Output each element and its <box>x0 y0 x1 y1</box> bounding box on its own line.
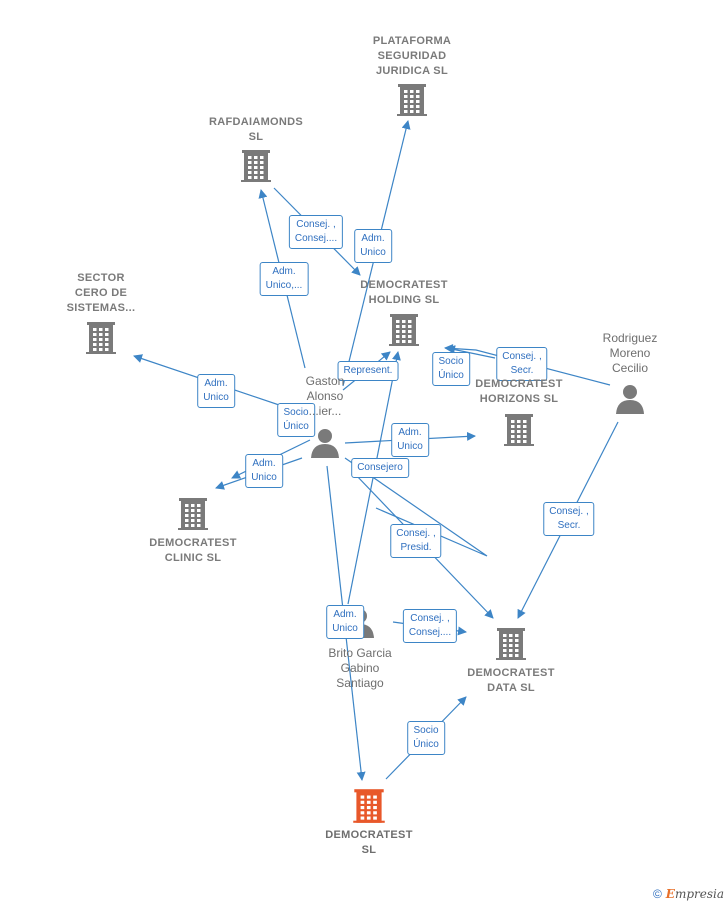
edge-label[interactable]: Socio Único <box>407 721 445 755</box>
node-label-data[interactable]: DEMOCRATEST DATA SL <box>467 667 555 694</box>
node-label-clinic[interactable]: DEMOCRATEST CLINIC SL <box>149 537 237 564</box>
copyright-icon: © <box>652 887 662 901</box>
node-label-gaston[interactable]: Gaston Alonso ...ier... <box>305 374 345 418</box>
building-icon <box>389 314 419 346</box>
edge-brito-holding <box>347 351 401 605</box>
person-icon <box>311 429 339 458</box>
edge-label[interactable]: Consej. , Consej.... <box>402 609 458 643</box>
building-icon <box>178 498 208 530</box>
edge-label[interactable]: Adm. Unico <box>391 423 429 457</box>
edge-label[interactable]: Socio Único <box>277 403 315 437</box>
nodes-layer <box>86 84 644 823</box>
edge-label[interactable]: Consejero <box>351 458 409 478</box>
building-icon <box>86 322 116 354</box>
brand-logo: Empresia <box>665 887 724 901</box>
edge-label[interactable]: Consej. , Secr. <box>543 502 595 536</box>
building-icon <box>496 628 526 660</box>
node-label-rodriguez[interactable]: Rodriguez Moreno Cecilio <box>602 331 658 375</box>
edge-label[interactable]: Adm. Unico <box>197 374 235 408</box>
edge-label[interactable]: Represent. <box>337 361 399 381</box>
node-label-sector[interactable]: SECTOR CERO DE SISTEMAS... <box>66 272 136 314</box>
building-icon <box>397 84 427 116</box>
node-label-main[interactable]: DEMOCRATEST SL <box>325 829 413 856</box>
footer-brand: © Empresia <box>653 887 724 901</box>
edge-label[interactable]: Consej. , Secr. <box>496 347 548 381</box>
edge-label[interactable]: Adm. Unico <box>354 229 392 263</box>
edge-label[interactable]: Consej. , Consej.... <box>288 215 344 249</box>
building-icon <box>504 414 534 446</box>
node-label-rafdaiamonds[interactable]: RAFDAIAMONDS SL <box>208 116 304 143</box>
edge-label[interactable]: Adm. Unico <box>326 605 364 639</box>
node-label-plataforma[interactable]: PLATAFORMA SEGURIDAD JURIDICA SL <box>372 35 452 77</box>
building-icon <box>353 789 385 823</box>
node-label-brito[interactable]: Brito Garcia Gabino Santiago <box>328 646 392 690</box>
edge-label[interactable]: Consej. , Presid. <box>390 524 442 558</box>
node-label-holding[interactable]: DEMOCRATEST HOLDING SL <box>360 279 448 306</box>
edge-label[interactable]: Adm. Unico,... <box>259 262 309 296</box>
node-label-horizons[interactable]: DEMOCRATEST HORIZONS SL <box>475 378 563 405</box>
building-icon <box>241 150 271 182</box>
edge-rodriguez-holding <box>444 344 611 386</box>
edge-label[interactable]: Socio Único <box>432 352 470 386</box>
edge-horizons-holding <box>446 345 496 359</box>
edge-label[interactable]: Adm. Unico <box>245 454 283 488</box>
person-icon <box>616 385 644 414</box>
